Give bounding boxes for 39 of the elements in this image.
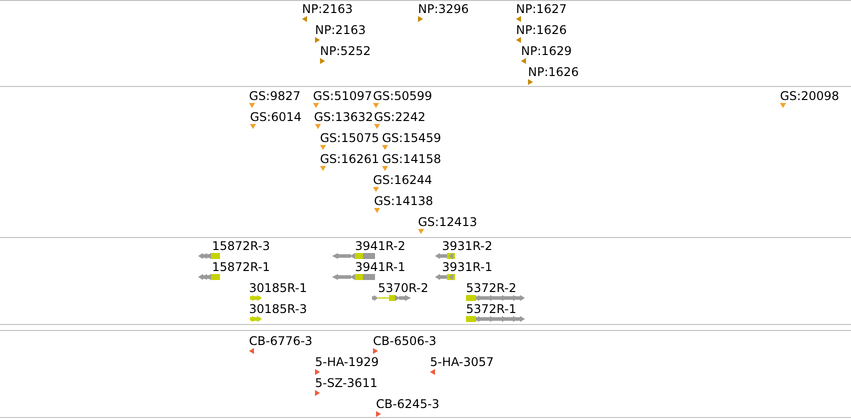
feature-label: 5370R-2 [378, 281, 428, 295]
feature-label: NP:3296 [418, 2, 469, 16]
feature-label: GS:6014 [250, 110, 302, 124]
feature-label: GS:51097 [313, 89, 372, 103]
feature-label: CB-6506-3 [373, 334, 436, 348]
feature-label: GS:13632 [314, 110, 374, 124]
feature-label: GS:15075 [320, 131, 380, 145]
feature-label: 30185R-3 [249, 302, 307, 316]
feature-label: 5-HA-3057 [430, 355, 494, 369]
feature-label: GS:12413 [418, 215, 478, 229]
feature-label: NP:2163 [302, 2, 353, 16]
feature-label: 5-SZ-3611 [315, 376, 378, 390]
feature-label: NP:1629 [521, 44, 572, 58]
feature-label: 5372R-1 [466, 302, 516, 316]
feature-label: GS:20098 [780, 89, 840, 103]
feature-label: NP:1626 [516, 23, 567, 37]
feature-label: GS:14158 [382, 152, 442, 166]
feature-label: CB-6776-3 [249, 334, 312, 348]
feature-label: NP:2163 [315, 23, 366, 37]
feature-label: 3941R-2 [355, 239, 406, 253]
feature-label: 3941R-1 [355, 260, 406, 274]
feature-label: 5-HA-1929 [315, 355, 379, 369]
feature-label: 3931R-1 [442, 260, 492, 274]
feature-label: GS:9827 [249, 89, 300, 103]
feature-label: GS:16244 [373, 173, 432, 187]
feature-label: GS:16261 [320, 152, 380, 166]
feature-label: GS:2242 [374, 110, 426, 124]
feature-label: 30185R-1 [249, 281, 307, 295]
feature-label: NP:5252 [320, 44, 371, 58]
feature-label: 15872R-3 [212, 239, 270, 253]
feature-label: CB-6245-3 [376, 397, 440, 411]
feature-label: NP:1626 [528, 65, 579, 79]
feature-label: 5372R-2 [466, 281, 516, 295]
feature-label: 15872R-1 [212, 260, 270, 274]
feature-label: GS:15459 [382, 131, 442, 145]
feature-label: GS:50599 [373, 89, 432, 103]
feature-label: NP:1627 [516, 2, 567, 16]
feature-label: GS:14138 [374, 194, 434, 208]
feature-label: 3931R-2 [442, 239, 492, 253]
